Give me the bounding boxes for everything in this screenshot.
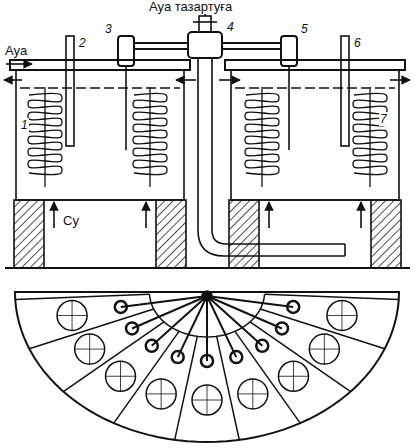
bell-pipe (261, 87, 262, 187)
bell-pipe (44, 87, 45, 187)
outlet-label: Ауа тазартуға (148, 0, 233, 14)
callout-number: 7 (379, 112, 388, 126)
inlet-label: Ауа (4, 44, 28, 58)
callout-number: 6 (353, 36, 362, 50)
bell-pipe (149, 87, 150, 187)
callout-number: 5 (300, 22, 309, 36)
callout-number: 2 (78, 36, 87, 50)
water-label: Су (62, 214, 80, 228)
callout-number: 1 (20, 118, 29, 132)
callout-number: 3 (104, 22, 113, 36)
bell-pipe (369, 87, 370, 187)
plan-outline (15, 292, 399, 442)
callout-number: 4 (226, 20, 235, 34)
